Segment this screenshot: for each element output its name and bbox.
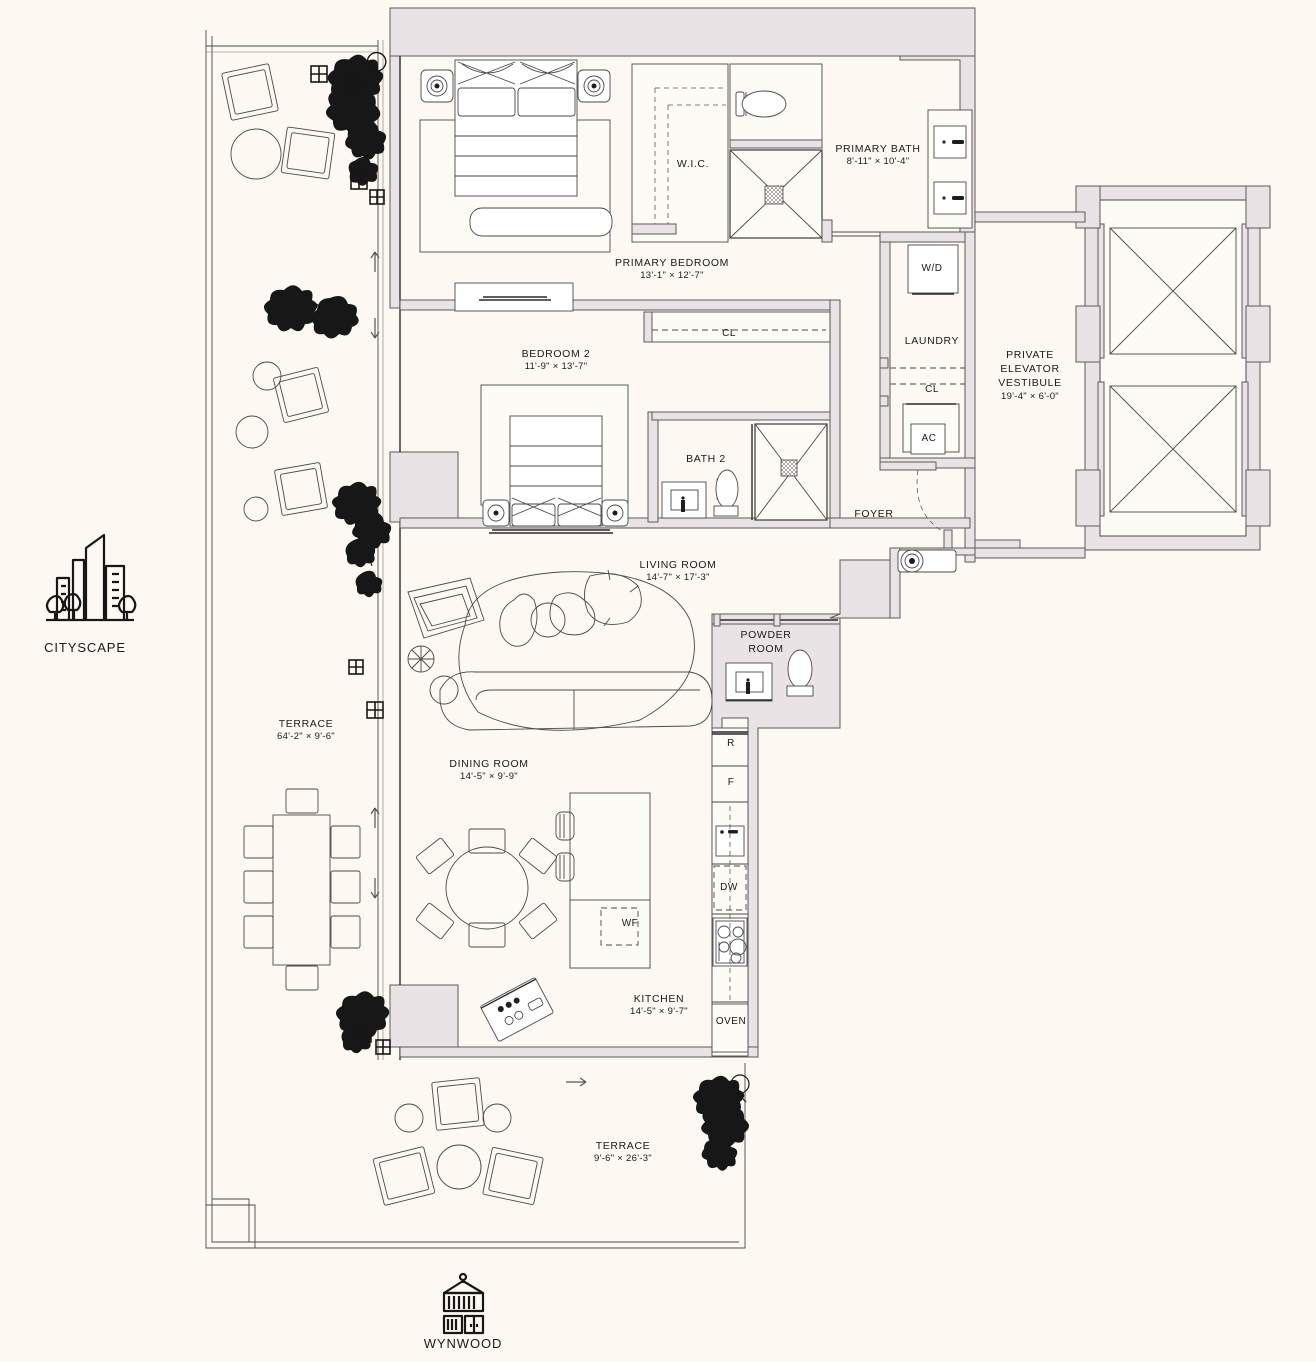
room-name: BEDROOM 2 — [521, 348, 591, 360]
room-dimensions: 9'-6" × 26'-3" — [594, 1153, 652, 1165]
living-room-furniture — [407, 569, 713, 731]
room-name: PRIVATE ELEVATOR VESTIBULE — [998, 349, 1062, 390]
room-label-bath_2: BATH 2 — [596, 452, 816, 466]
foyer-entry — [879, 461, 957, 573]
primary-bedroom-furniture — [419, 59, 613, 312]
room-name: FOYER — [854, 508, 894, 520]
bedroom-2-furniture — [480, 311, 831, 534]
appliance-tag-ac: AC — [921, 433, 937, 444]
room-dimensions: 19'-4" × 6'-0" — [1001, 390, 1059, 402]
appliance-tag-oven: OVEN — [715, 1016, 747, 1027]
museum-icon — [442, 1272, 485, 1335]
terrace-outline — [205, 30, 746, 1249]
primary-bath — [729, 63, 973, 243]
terrace-west-furniture — [221, 63, 587, 1087]
appliance-tag-dishwasher: DW — [720, 882, 738, 893]
walk-in-closet — [631, 63, 729, 243]
room-name: LIVING ROOM — [639, 559, 717, 571]
cityscape-caption: CITYSCAPE — [44, 640, 126, 655]
room-dimensions: 14'-7" × 17'-3" — [646, 572, 710, 584]
wynwood-caption: WYNWOOD — [423, 1336, 503, 1351]
appliance-tag-closet_primary: CL — [722, 328, 736, 339]
room-name: TERRACE — [278, 718, 334, 730]
room-name: W.I.C. — [676, 158, 710, 170]
room-dimensions: 13'-1" × 12'-7" — [640, 270, 704, 282]
cityscape-icon — [45, 533, 137, 622]
room-dimensions: 14'-5" × 9'-9" — [460, 771, 518, 783]
kitchen-appliances — [711, 727, 749, 1057]
room-name: LAUNDRY — [904, 335, 960, 347]
room-label-foyer: FOYER — [764, 507, 984, 521]
room-name: DINING ROOM — [449, 758, 529, 770]
planting-foliage — [263, 51, 750, 1171]
powder-room — [713, 613, 838, 702]
elevator-core — [974, 185, 1271, 559]
appliance-tag-wine_fridge: WF — [621, 918, 639, 929]
room-label-powder_room: POWDER ROOM — [656, 628, 876, 656]
bath-2 — [647, 411, 831, 523]
room-name: PRIMARY BEDROOM — [614, 257, 730, 269]
dining-room-furniture — [415, 792, 651, 1042]
laundry — [879, 244, 965, 455]
room-dimensions: 8'-11" × 10'-4" — [846, 156, 910, 168]
terrace-south-furniture — [372, 1077, 544, 1206]
room-name: TERRACE — [595, 1140, 651, 1152]
room-name: KITCHEN — [633, 993, 685, 1005]
appliance-tag-wd: W/D — [921, 263, 943, 274]
room-name: PRIMARY BATH — [835, 143, 921, 155]
room-name: POWDER ROOM — [740, 629, 792, 656]
room-label-laundry: LAUNDRY — [822, 334, 1042, 348]
room-dimensions: 14'-5" × 9'-7" — [630, 1006, 688, 1018]
room-name: BATH 2 — [686, 453, 726, 465]
appliance-tag-closet_laundry: CL — [925, 384, 939, 395]
appliance-tag-freezer: F — [727, 777, 735, 788]
room-label-wic: W.I.C. — [583, 157, 803, 171]
room-dimensions: 11'-9" × 13'-7" — [524, 361, 588, 373]
room-dimensions: 64'-2" × 9'-6" — [277, 731, 335, 743]
appliance-tag-refrigerator: R — [727, 738, 735, 749]
